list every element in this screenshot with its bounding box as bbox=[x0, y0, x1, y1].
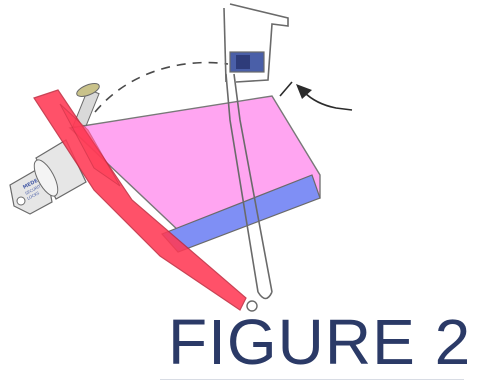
cylinder-face bbox=[33, 159, 59, 197]
key-label-line3: LOCKS bbox=[26, 190, 40, 201]
post-cap bbox=[76, 83, 100, 97]
wire-link bbox=[225, 73, 273, 300]
swing-arc bbox=[94, 61, 229, 113]
latch-frame bbox=[229, 3, 289, 83]
latch-assembly bbox=[223, 3, 289, 83]
figure-caption: FIGURE 2 bbox=[168, 306, 472, 378]
latch-tick bbox=[279, 81, 293, 97]
arrow-head bbox=[296, 84, 312, 99]
lock-cylinder bbox=[33, 139, 87, 200]
arrow-shaft bbox=[303, 91, 353, 111]
latch-frame-inner bbox=[223, 7, 227, 83]
direction-arrow bbox=[296, 84, 353, 111]
latch-cam-core bbox=[236, 55, 250, 69]
mounting-bracket bbox=[33, 89, 247, 311]
bracket-tab bbox=[59, 103, 121, 187]
key-hole bbox=[16, 196, 26, 206]
caption-underline bbox=[160, 379, 464, 380]
pivot-pin bbox=[246, 300, 258, 312]
pivot-post bbox=[72, 83, 100, 132]
